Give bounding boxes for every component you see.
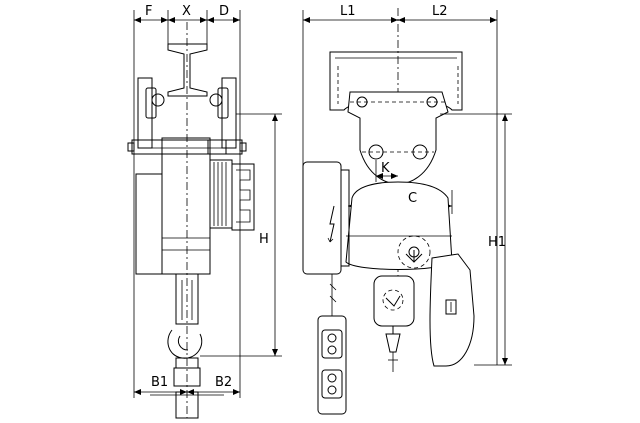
trolley-plate [347,91,462,185]
label-X: X [182,4,191,19]
label-L2: L2 [432,4,448,19]
hoist-front-body [302,161,475,367]
label-H1: H1 [488,235,506,250]
label-C: C [408,191,417,206]
label-L1: L1 [340,4,356,19]
i-beam [167,43,208,97]
trolley [127,77,247,155]
hoist-body [135,137,255,275]
label-H: H [259,232,269,247]
label-K: K [381,161,390,176]
label-B2: B2 [215,375,232,390]
label-F: F [145,4,152,19]
hook-block-front [373,275,415,372]
front-view: L1 L2 K C H1 [302,4,512,415]
chain-and-hook [150,273,224,419]
pendant-control [317,274,347,415]
label-B1: B1 [151,375,168,390]
label-D: D [219,4,229,19]
side-view: F X D H B1 B2 [127,4,282,419]
